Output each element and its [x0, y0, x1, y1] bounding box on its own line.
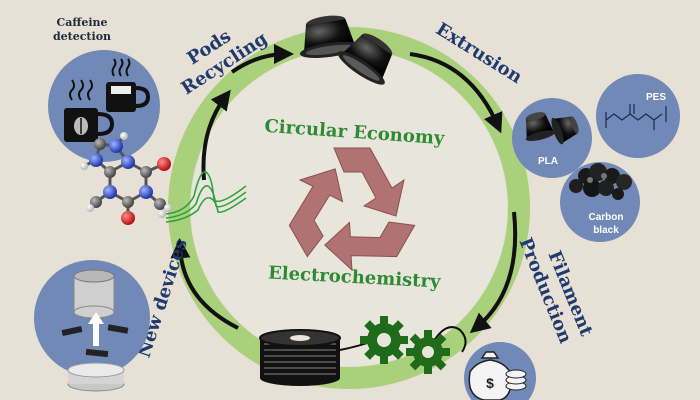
- step-label-filament-production: Filament Production: [515, 235, 597, 347]
- pla-bubble: PLA: [512, 98, 592, 178]
- svg-text:PLA: PLA: [538, 156, 558, 167]
- voltammogram-icon: [165, 171, 247, 223]
- caffeine-detection-bubble: [48, 50, 160, 162]
- electrode-device-icon: [61, 269, 129, 392]
- gear-icon: [360, 316, 408, 364]
- electrode-device-bubble: [34, 260, 150, 392]
- coin-stack-icon: [505, 369, 527, 391]
- svg-text:Carbon: Carbon: [589, 212, 624, 223]
- svg-text:black: black: [593, 225, 619, 236]
- pes-bubble: PES: [596, 74, 680, 158]
- recycle-icon: [288, 147, 416, 272]
- svg-text:$: $: [486, 375, 494, 391]
- coffee-pod-icon: [337, 33, 393, 85]
- cycle-arrow-icon: [409, 52, 503, 134]
- cycle-arrow-icon: [469, 211, 518, 334]
- spool-icon: [259, 326, 467, 386]
- carbon-black-particles-icon: [569, 163, 632, 200]
- caffeine-detection-label: Caffeine detection: [53, 16, 111, 43]
- svg-text:detection: detection: [53, 30, 111, 43]
- gear-icon: [406, 330, 450, 374]
- svg-text:Caffeine: Caffeine: [56, 16, 107, 29]
- pes-structure-icon: [605, 104, 667, 130]
- cycle-arrow-icon: [170, 238, 239, 330]
- molecule-icon: [80, 132, 172, 225]
- svg-text:PES: PES: [646, 92, 666, 103]
- coffee-mug-icon: [106, 58, 151, 112]
- cycle-arrow-icon: [230, 44, 294, 74]
- cycle-arrow-icon: [201, 89, 231, 181]
- carbon-black-bubble: Carbon black: [560, 162, 640, 242]
- coffee-mug-icon: [64, 79, 115, 142]
- cost-bubble: $: [464, 342, 536, 400]
